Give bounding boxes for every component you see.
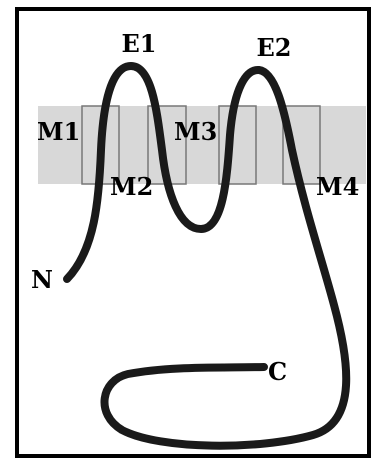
polypeptide-chain: [63, 62, 351, 450]
label-m4: M4: [316, 172, 359, 201]
label-m1: M1: [37, 117, 80, 146]
label-n-terminus: N: [31, 265, 53, 294]
membrane-band: [38, 106, 366, 184]
label-c-terminus: C: [268, 357, 287, 386]
label-m3: M3: [174, 117, 217, 146]
label-e2: E2: [257, 33, 292, 62]
figure-frame: [15, 7, 371, 458]
label-e1: E1: [122, 29, 157, 58]
label-m2: M2: [110, 172, 153, 201]
